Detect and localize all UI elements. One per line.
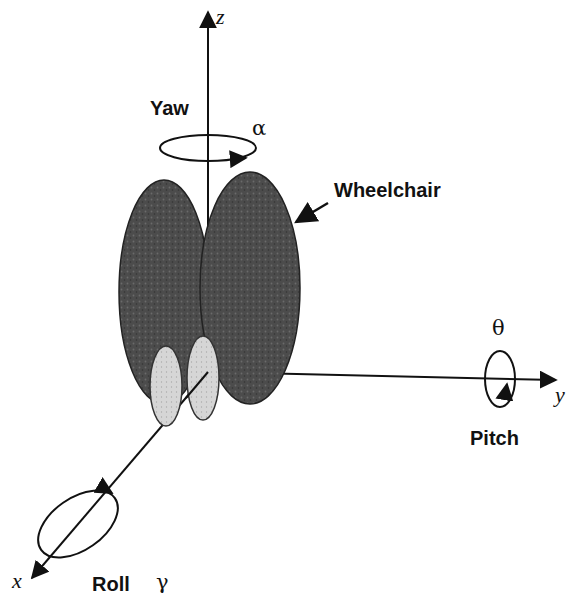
axis-label: y xyxy=(555,384,565,406)
part-name: Wheelchair xyxy=(334,180,441,200)
yaw-rotation xyxy=(160,135,256,161)
leader-arrow xyxy=(296,203,328,222)
axis-label: z xyxy=(216,6,225,28)
rotation-name: Pitch xyxy=(470,428,519,448)
rotation-name: Roll xyxy=(92,574,130,594)
x-axis xyxy=(32,372,208,578)
angle-symbol: γ xyxy=(156,572,169,593)
angle-symbol: α xyxy=(252,118,266,139)
left-caster xyxy=(150,346,182,426)
axis-label: x xyxy=(12,570,22,592)
pitch-rotation xyxy=(485,351,515,407)
right-caster xyxy=(187,336,219,420)
roll-rotation xyxy=(26,477,130,571)
angle-symbol: θ xyxy=(492,318,505,339)
rotation-name: Yaw xyxy=(150,98,189,118)
